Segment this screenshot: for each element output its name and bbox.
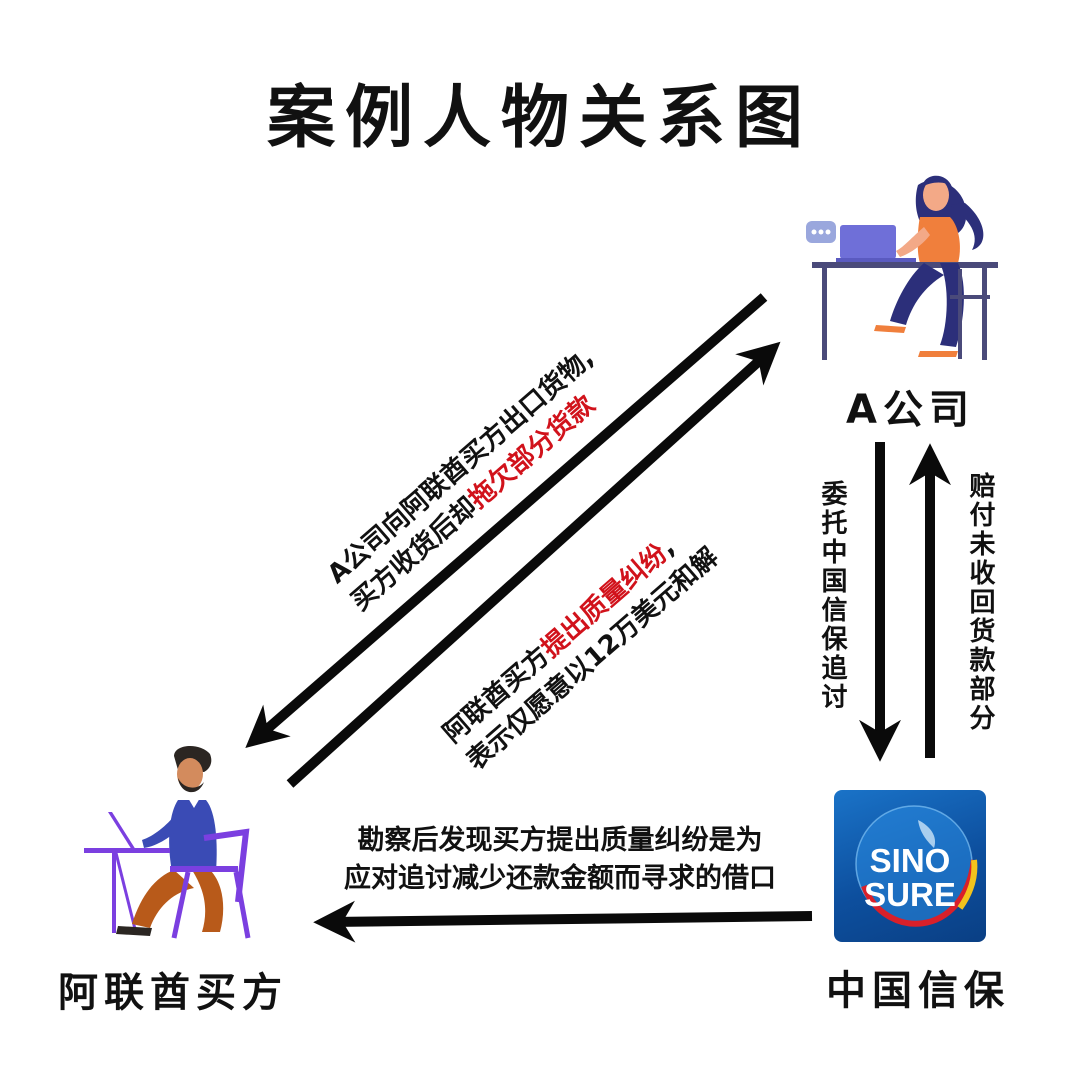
edge-sinosure-to-buyer-line1: 勘察后发现买方提出质量纠纷是为 — [357, 825, 763, 856]
edge-text-a-to-sinosure: 委托中国信保追讨 — [817, 480, 847, 712]
page-title: 案例人物关系图 — [266, 79, 813, 158]
arrow-buyer-to-a — [286, 341, 781, 788]
node-company-a: A公司 — [846, 387, 975, 433]
arrow-sinosure-to-buyer — [313, 900, 813, 943]
edge-text-sinosure-to-buyer: 勘察后发现买方提出质量纠纷是为 应对追讨减少还款金额而寻求的借口 — [320, 822, 800, 898]
edge-sinosure-to-buyer-line2: 应对追讨减少还款金额而寻求的借口 — [344, 863, 776, 894]
logo-line2: SURE — [864, 876, 956, 913]
globe-icon — [855, 805, 978, 927]
sinosure-logo: SINO SURE — [834, 790, 986, 942]
edge-text-sinosure-to-a: 赔付未收回货款部分 — [965, 472, 995, 733]
arrow-a-to-buyer — [245, 293, 768, 749]
logo-line1: SINO — [869, 842, 951, 879]
company-a-illustration — [806, 175, 998, 360]
buyer-illustration — [84, 745, 251, 939]
node-buyer: 阿联酋买方 — [58, 970, 288, 1016]
node-sinosure: 中国信保 — [826, 968, 1010, 1014]
chat-bubble-icon — [806, 221, 836, 243]
